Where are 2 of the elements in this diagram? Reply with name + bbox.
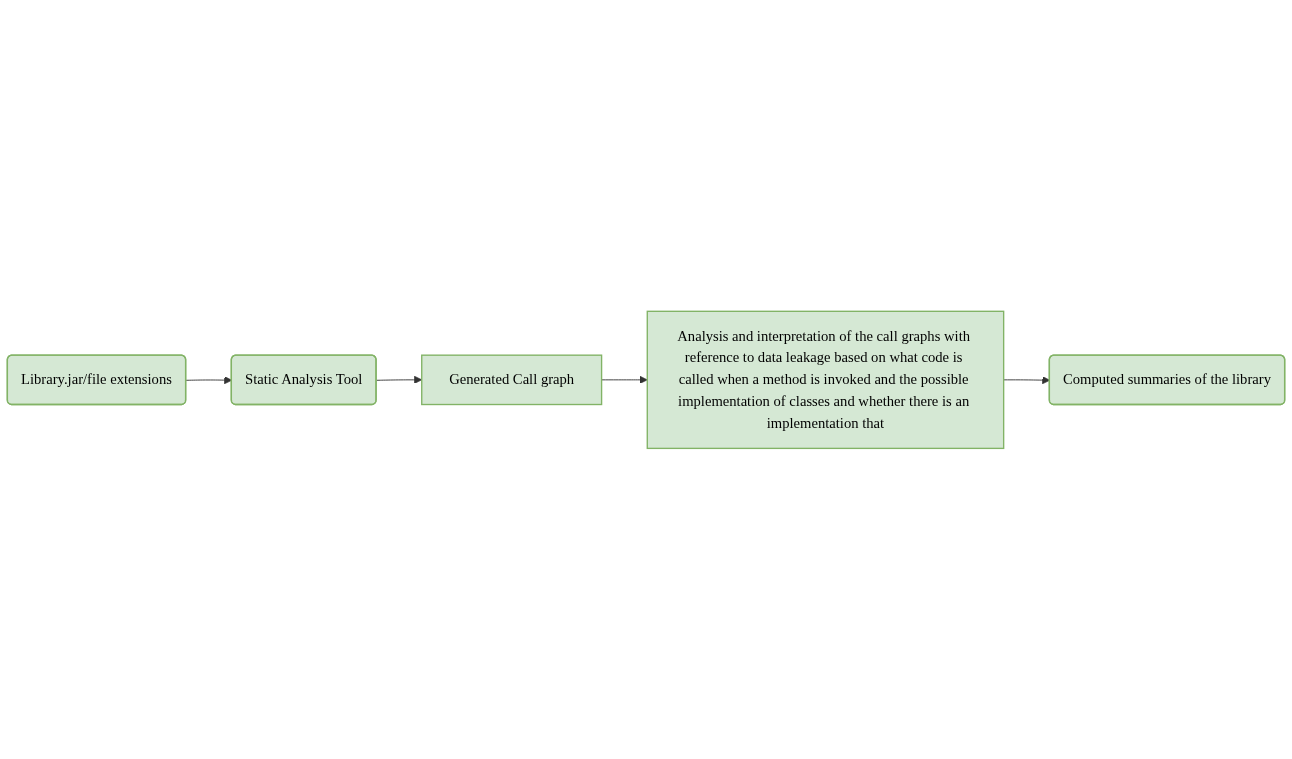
node-box: Analysis and interpretation of the call graphs with reference to data leakage based on what code is called when a method is invoked and the possible implementation of classes and whether there is an implementation that — [646, 310, 1005, 449]
node-box: Generated Call graph — [421, 354, 603, 405]
